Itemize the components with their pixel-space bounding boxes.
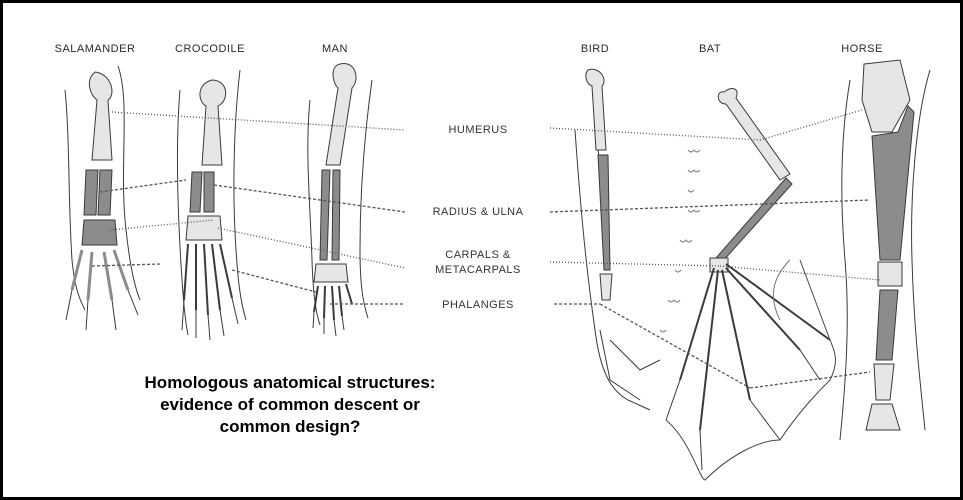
horse-phalanges <box>866 364 900 430</box>
man-carpals <box>314 264 348 282</box>
crocodile-humerus <box>200 80 226 165</box>
crocodile-ulna <box>204 172 214 212</box>
bone-label-humerus: HUMERUS <box>448 123 507 137</box>
man-ulna <box>332 170 340 260</box>
humerus-line-horse <box>760 110 862 140</box>
crocodile-metacarpals <box>184 244 232 315</box>
bird-limb <box>575 69 700 410</box>
crocodile-carpals <box>186 216 222 240</box>
bat-wing-membrane <box>666 260 835 480</box>
radius-line-salamander <box>100 180 186 192</box>
phalanges-line-horse <box>750 372 870 388</box>
crocodile-limb <box>177 70 246 340</box>
bird-feathers <box>600 330 660 400</box>
phalanges-line-bat <box>600 304 750 388</box>
horse-metacarpal <box>876 290 898 360</box>
bird-humerus <box>586 69 606 150</box>
salamander-phalanges <box>66 290 138 330</box>
humerus-line-left <box>112 112 405 130</box>
man-humerus <box>326 63 356 165</box>
species-label-crocodile: CROCODILE <box>175 42 245 56</box>
caption-line-1: Homologous anatomical structures: <box>130 372 450 394</box>
species-label-horse: HORSE <box>841 42 883 56</box>
caption-line-2: evidence of common descent or <box>130 394 450 416</box>
bat-limb <box>666 89 835 480</box>
caption-line-3: common design? <box>130 416 450 438</box>
salamander-carpals <box>82 220 117 245</box>
species-label-bird: BIRD <box>581 42 609 56</box>
bat-humerus <box>718 89 790 180</box>
crocodile-phalanges <box>182 298 238 340</box>
bone-label-phalanges: PHALANGES <box>442 298 514 312</box>
radius-line-right <box>550 200 870 212</box>
man-metacarpals <box>314 284 352 320</box>
salamander-radius <box>84 170 98 215</box>
horse-limb <box>840 60 930 440</box>
species-label-man: MAN <box>322 42 348 56</box>
salamander-humerus <box>89 72 112 160</box>
man-radius <box>320 170 330 260</box>
phalanges-line-salamander <box>92 264 160 266</box>
salamander-metacarpals <box>72 250 128 300</box>
bone-label-carpals-line1: CARPALS & <box>445 248 510 262</box>
phalanges-line-crocodile <box>232 270 316 292</box>
salamander-limb <box>65 66 140 330</box>
crocodile-radius <box>190 172 202 212</box>
bone-label-radius-ulna: RADIUS & ULNA <box>433 205 524 219</box>
bat-digits <box>680 264 830 430</box>
bird-radius-ulna <box>598 155 610 270</box>
humerus-line-bat <box>550 128 760 140</box>
bird-feather-edge <box>660 150 700 332</box>
bird-carpals <box>600 274 612 300</box>
species-label-bat: BAT <box>699 42 721 56</box>
bat-radius <box>716 178 792 262</box>
horse-carpals <box>878 262 902 286</box>
carpals-line-bat <box>550 262 720 266</box>
bone-label-carpals-line2: METACARPALS <box>435 263 521 277</box>
caption: Homologous anatomical structures: eviden… <box>130 372 450 438</box>
man-limb <box>308 63 372 336</box>
species-label-salamander: SALAMANDER <box>55 42 136 56</box>
